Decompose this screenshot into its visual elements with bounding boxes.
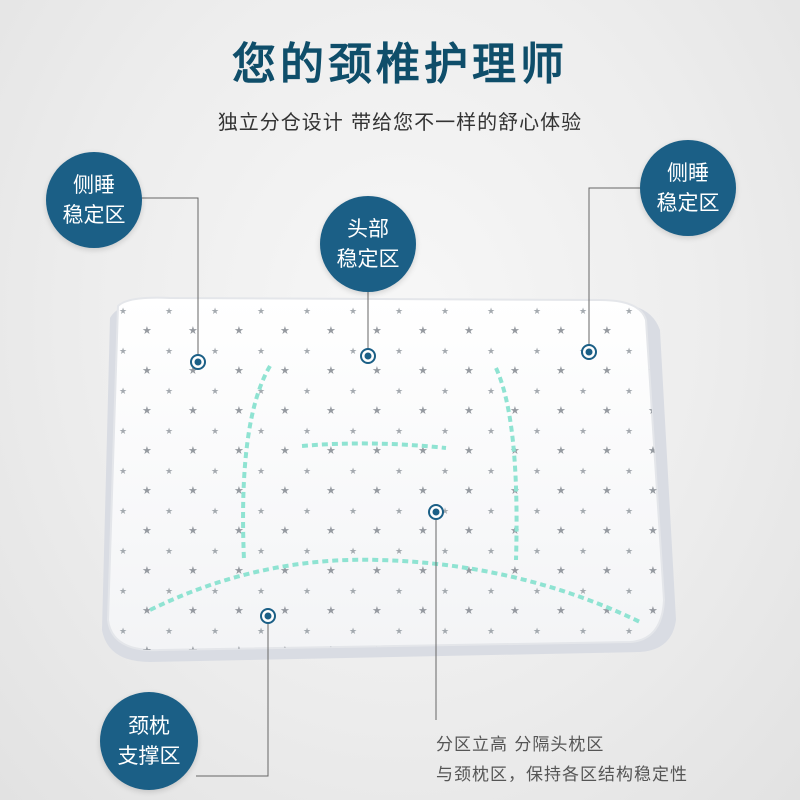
marker-center — [428, 504, 444, 520]
badge-head-line2: 稳定区 — [336, 247, 400, 271]
badge-side-right-line2: 稳定区 — [656, 191, 720, 215]
page-subtitle: 独立分仓设计 带给您不一样的舒心体验 — [217, 110, 583, 134]
marker-side-right — [581, 344, 597, 360]
marker-neck — [260, 608, 276, 624]
badge-neck-line1: 颈枕 — [128, 714, 170, 738]
marker-side-left — [190, 354, 206, 370]
badge-side-left-line2: 稳定区 — [62, 203, 126, 227]
marker-head — [360, 348, 376, 364]
note-line-1: 分区立高 分隔头枕区 — [436, 735, 605, 755]
badge-side-right: 侧睡 稳定区 — [640, 140, 736, 236]
badge-head-line1: 头部 — [347, 217, 389, 241]
badge-neck-line2: 支撑区 — [117, 744, 181, 768]
badge-side-right-line1: 侧睡 — [667, 161, 709, 185]
pillow-seams — [149, 364, 641, 624]
zone-markers — [190, 344, 597, 624]
badge-side-left-line1: 侧睡 — [73, 173, 115, 197]
badge-side-left: 侧睡 稳定区 — [46, 152, 142, 248]
seam-right — [494, 367, 519, 561]
badge-head: 头部 稳定区 — [320, 196, 416, 292]
page-title: 您的颈椎护理师 — [232, 39, 568, 90]
note-line-2: 与颈枕区，保持各区结构稳定性 — [436, 765, 688, 785]
pillow-star-pattern — [108, 297, 664, 651]
seam-head-top — [301, 441, 447, 450]
badge-neck: 颈枕 支撑区 — [100, 692, 198, 790]
seam-left — [241, 364, 272, 561]
